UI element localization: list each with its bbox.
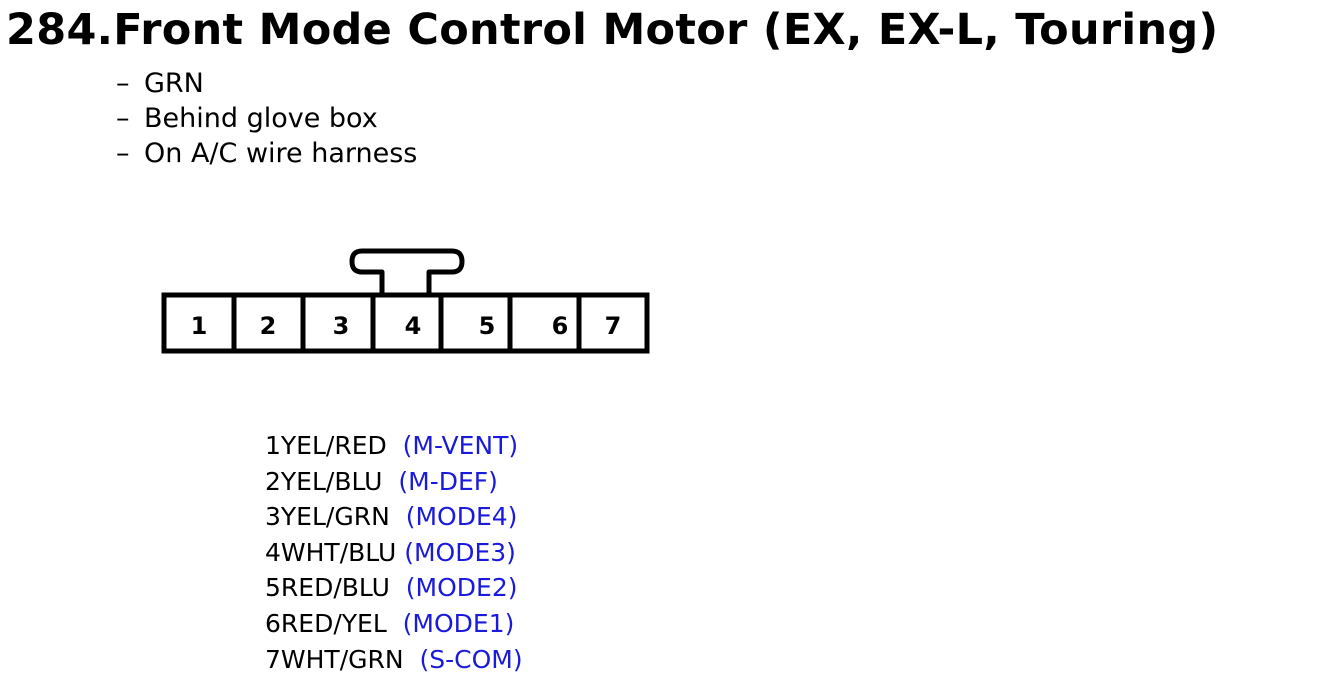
pin-wire: 7WHT/GRN	[265, 644, 404, 674]
pin-function: (MODE2)	[405, 573, 518, 603]
pin-function: (S-COM)	[419, 644, 523, 674]
note-item: –On A/C wire harness	[116, 136, 417, 171]
pin-wire: 5RED/BLU	[265, 573, 390, 603]
pin-wire: 1YEL/RED	[265, 431, 387, 460]
pin-number: 1	[191, 312, 208, 340]
note-text: On A/C wire harness	[144, 138, 418, 169]
pinout-row: 3YEL/GRN (MODE4)	[265, 499, 523, 535]
connector-notes: –GRN –Behind glove box –On A/C wire harn…	[116, 66, 417, 171]
pin-wire: 2YEL/BLU	[265, 466, 383, 496]
pin-function: (M-DEF)	[398, 466, 498, 496]
pin-number: 5	[479, 312, 496, 340]
pinout-row: 4WHT/BLU (MODE3)	[265, 535, 523, 571]
note-text: GRN	[144, 68, 204, 99]
pinout-row: 2YEL/BLU (M-DEF)	[265, 464, 523, 500]
pin-function: (MODE1)	[402, 608, 515, 638]
page-title: 284.Front Mode Control Motor (EX, EX-L, …	[6, 5, 1219, 55]
pinout-list: 1YEL/RED (M-VENT) 2YEL/BLU (M-DEF) 3YEL/…	[265, 428, 523, 677]
pinout-row: 6RED/YEL (MODE1)	[265, 606, 523, 642]
note-item: –GRN	[116, 66, 417, 101]
connector-diagram: 1 2 3 4 5 6 7	[161, 248, 650, 354]
pin-function: (M-VENT)	[402, 431, 519, 460]
note-text: Behind glove box	[144, 103, 378, 134]
pin-number: 4	[405, 312, 422, 340]
pin-wire: 6RED/YEL	[265, 608, 387, 638]
pin-number: 7	[605, 312, 622, 340]
pinout-row: 5RED/BLU (MODE2)	[265, 570, 523, 606]
note-bullet: –	[116, 103, 130, 134]
pinout-row: 7WHT/GRN (S-COM)	[265, 642, 523, 678]
pin-function: (MODE4)	[405, 502, 518, 532]
note-bullet: –	[116, 68, 130, 99]
note-item: –Behind glove box	[116, 101, 417, 136]
connector-lock-tab	[349, 248, 465, 295]
pin-function: (MODE3)	[404, 537, 516, 567]
pin-number: 6	[552, 312, 569, 340]
note-bullet: –	[116, 138, 130, 169]
pin-number: 2	[260, 312, 277, 340]
pinout-row: 1YEL/RED (M-VENT)	[265, 428, 523, 464]
pin-wire: 3YEL/GRN	[265, 502, 390, 532]
pin-number: 3	[333, 312, 350, 340]
pin-wire: 4WHT/BLU	[265, 537, 397, 567]
connector-body	[161, 292, 650, 354]
